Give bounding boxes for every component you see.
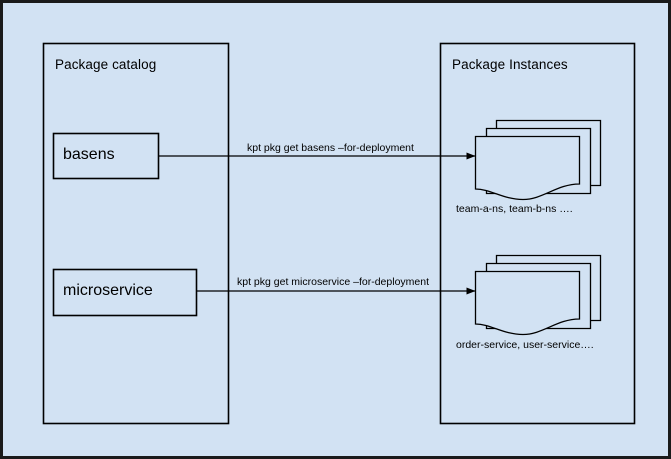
document-front-sheet-icon bbox=[474, 270, 581, 336]
document-stack-microservice-instances bbox=[474, 254, 602, 336]
node-label-microservice: microservice bbox=[63, 282, 153, 299]
document-front-sheet-icon bbox=[474, 135, 581, 201]
edge-label-microservice: kpt pkg get microservice –for-deployment bbox=[234, 276, 432, 288]
stack-caption-basens-instances: team-a-ns, team-b-ns …. bbox=[456, 203, 573, 215]
group-title-package-catalog: Package catalog bbox=[55, 57, 157, 72]
node-box-microservice[interactable] bbox=[52, 268, 198, 317]
group-box-package-instances bbox=[439, 42, 636, 425]
edge-label-basens: kpt pkg get basens –for-deployment bbox=[244, 142, 417, 154]
document-stack-basens-instances bbox=[474, 119, 602, 201]
group-box-package-catalog bbox=[42, 42, 230, 425]
group-title-package-instances: Package Instances bbox=[452, 57, 568, 72]
stack-caption-microservice-instances: order-service, user-service…. bbox=[456, 339, 594, 351]
node-label-basens: basens bbox=[63, 146, 115, 163]
diagram-vector-layer bbox=[42, 42, 636, 425]
